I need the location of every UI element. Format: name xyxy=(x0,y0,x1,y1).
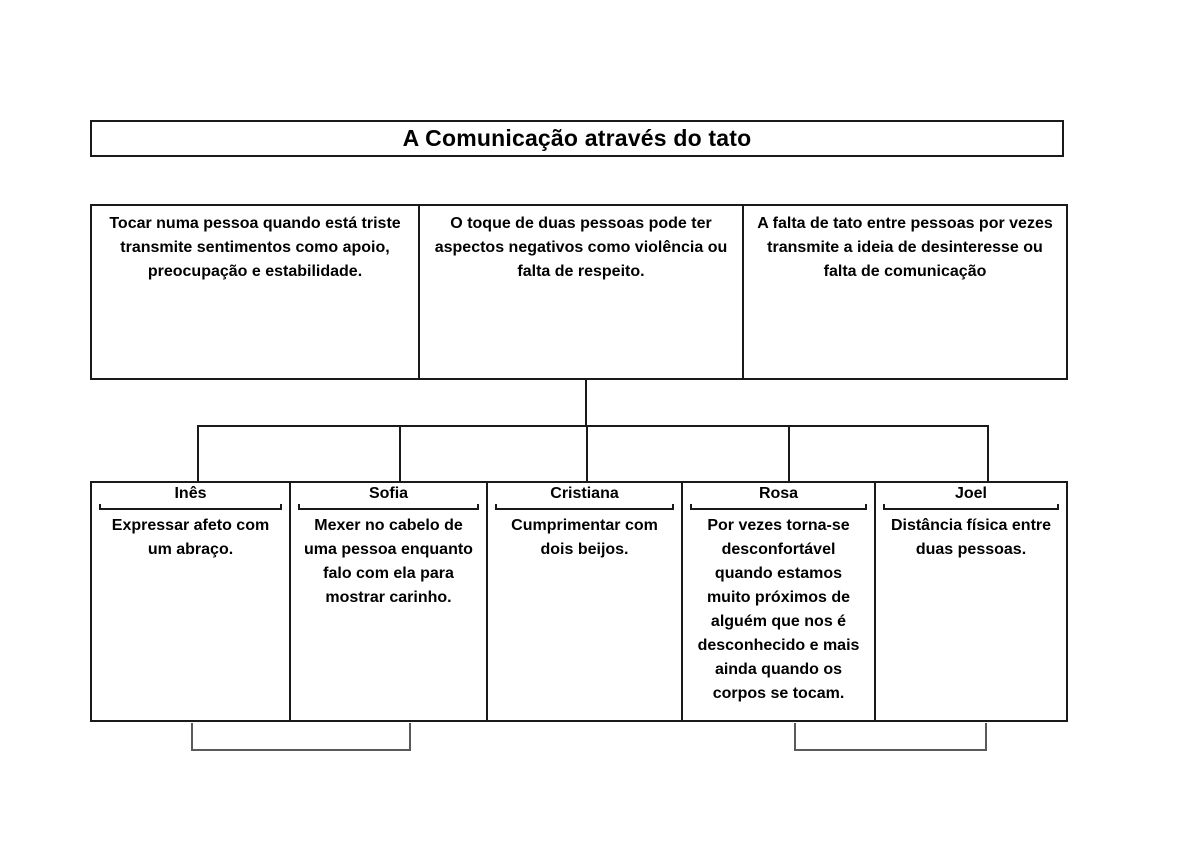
connector-line-drop-cristiana xyxy=(586,425,588,482)
member-text: Por vezes torna-se desconfortável quando… xyxy=(697,517,860,702)
group-bracket-rosa-joel xyxy=(794,723,987,751)
group-bracket-ines-sofia xyxy=(191,723,411,751)
connector-line-middle-drop xyxy=(585,380,587,426)
connector-line-drop-ines xyxy=(197,425,199,482)
member-name-underline xyxy=(298,504,479,510)
member-box-ines: Inês Expressar afeto com um abraço. xyxy=(90,481,291,722)
concept-box-positive-touch: Tocar numa pessoa quando está triste tra… xyxy=(90,204,420,380)
member-name: Joel xyxy=(954,485,987,502)
member-name-underline xyxy=(99,504,282,510)
connector-line-drop-rosa xyxy=(788,425,790,482)
member-name: Sofia xyxy=(368,485,409,502)
diagram-title: A Comunicação através do tato xyxy=(402,125,752,151)
member-box-cristiana: Cristiana Cumprimentar com dois beijos. xyxy=(486,481,683,722)
member-name-underline xyxy=(883,504,1059,510)
member-name-underline xyxy=(495,504,674,510)
member-text: Cumprimentar com dois beijos. xyxy=(511,517,658,558)
member-name: Cristiana xyxy=(550,485,619,502)
member-name-underline xyxy=(690,504,867,510)
member-box-sofia: Sofia Mexer no cabelo de uma pessoa enqu… xyxy=(289,481,488,722)
diagram-title-box: A Comunicação através do tato xyxy=(90,120,1064,157)
connector-line-drop-joel xyxy=(987,425,989,482)
member-box-joel: Joel Distância física entre duas pessoas… xyxy=(874,481,1068,722)
concept-box-lack-of-touch: A falta de tato entre pessoas por vezes … xyxy=(742,204,1068,380)
member-text: Mexer no cabelo de uma pessoa enquanto f… xyxy=(304,517,473,606)
connector-line-drop-sofia xyxy=(399,425,401,482)
member-text: Expressar afeto com um abraço. xyxy=(111,517,270,558)
member-name: Rosa xyxy=(758,485,799,502)
concept-box-negative-touch: O toque de duas pessoas pode ter aspecto… xyxy=(418,204,744,380)
member-name: Inês xyxy=(174,485,207,502)
member-text: Distância física entre duas pessoas. xyxy=(890,517,1052,558)
member-box-rosa: Rosa Por vezes torna-se desconfortável q… xyxy=(681,481,876,722)
connector-line-horizontal xyxy=(197,425,988,427)
